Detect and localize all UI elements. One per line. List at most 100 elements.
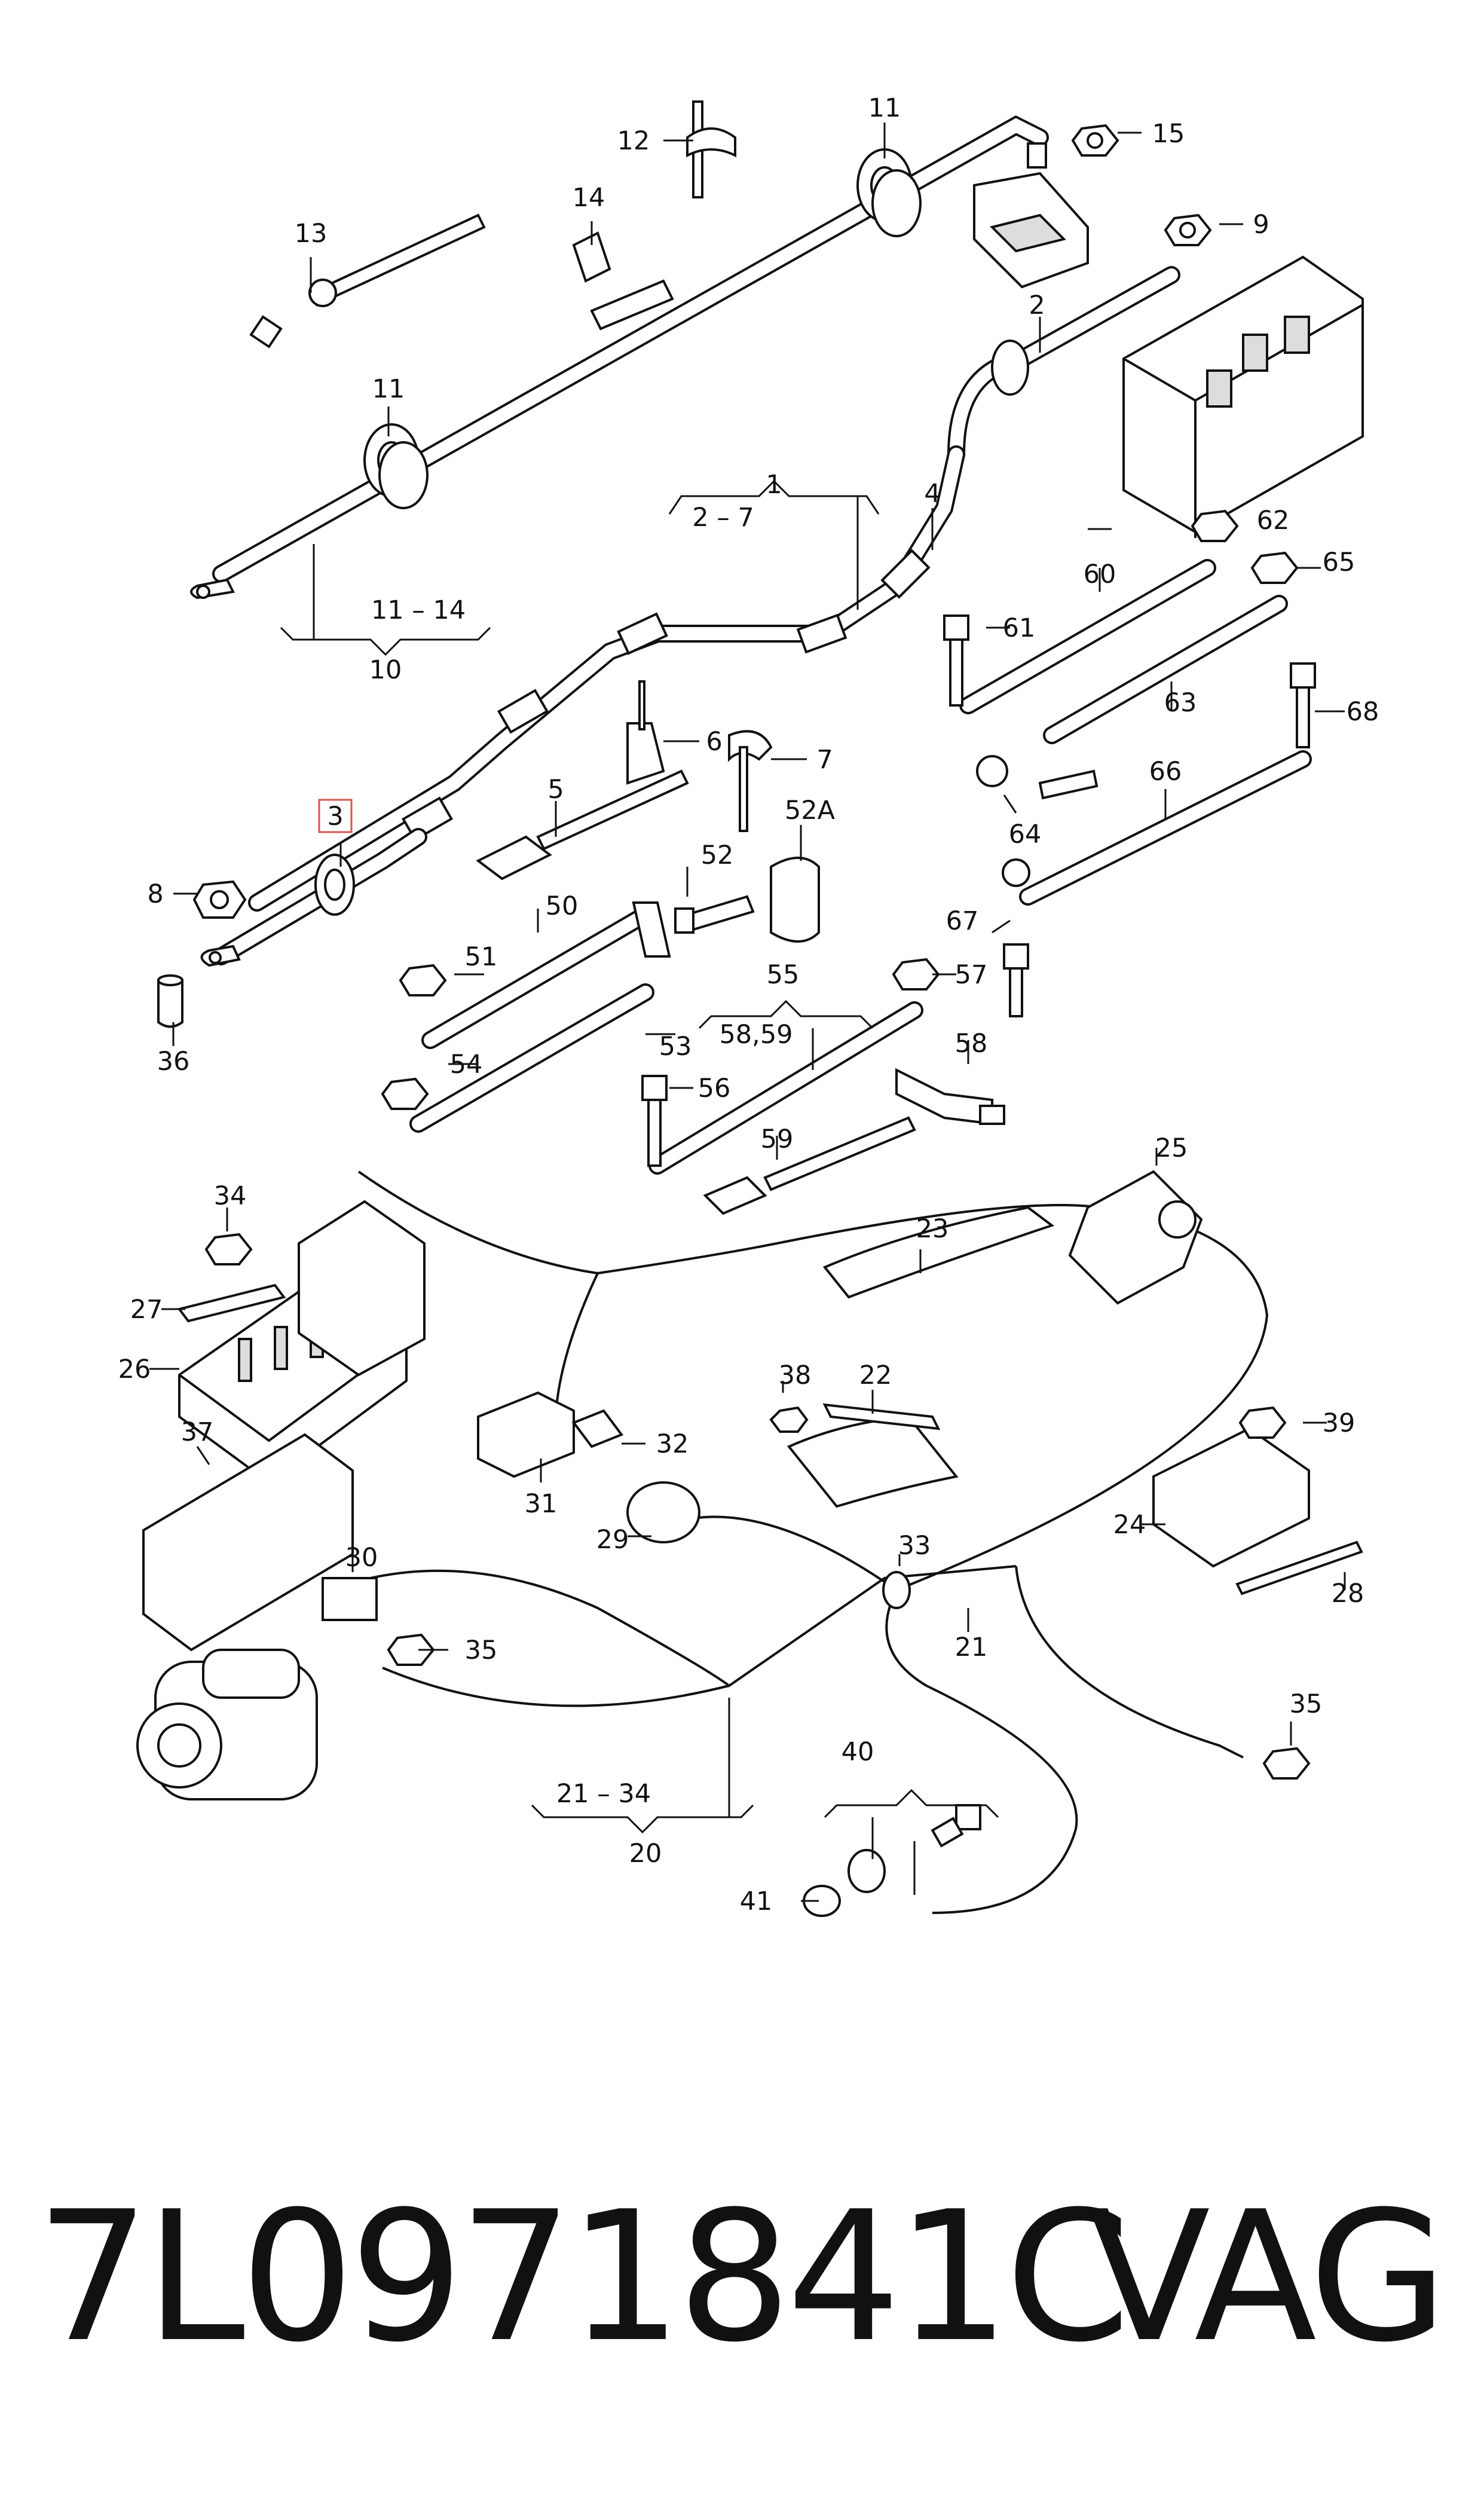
bolt-67 <box>1002 858 1030 1017</box>
nut-8 <box>192 880 247 919</box>
nut-57 <box>892 958 940 990</box>
part-number: 7L0971841C <box>36 2173 1131 2382</box>
holder-59 <box>703 1116 916 1215</box>
callout-11a: 11 <box>868 93 901 123</box>
callout-2-7: 2 – 7 <box>692 503 754 533</box>
callout-26: 26 <box>118 1355 151 1384</box>
brand-name: VAG <box>1088 2173 1448 2382</box>
cover-26 <box>298 1200 426 1377</box>
callout-62: 62 <box>1257 506 1290 536</box>
callout-3-highlight <box>318 799 353 833</box>
holder-32 <box>571 1409 624 1448</box>
nut-35-right <box>1262 1747 1311 1780</box>
callout-68: 68 <box>1347 697 1379 727</box>
callout-8: 8 <box>147 879 163 909</box>
callout-2: 2 <box>1029 291 1045 320</box>
callout-51: 51 <box>465 942 498 972</box>
starter-motor <box>136 1649 318 1800</box>
callout-21-34: 21 – 34 <box>556 1779 651 1809</box>
wiring-harness-1 <box>248 445 965 912</box>
callout-61: 61 <box>1003 613 1036 643</box>
callout-35a: 35 <box>465 1635 498 1665</box>
callout-1: 1 <box>766 470 782 500</box>
callout-55: 55 <box>767 960 800 990</box>
bolt-52 <box>674 895 755 934</box>
nut-34 <box>204 1233 253 1265</box>
callout-labels: 1 2 – 7 2 3 4 5 6 7 8 9 10 11 11 11 – 14… <box>118 93 1379 1916</box>
nut-62 <box>1191 509 1239 542</box>
callout-64: 64 <box>1009 820 1042 849</box>
callout-5: 5 <box>547 775 564 805</box>
holder-58 <box>895 1068 1005 1126</box>
callout-7: 7 <box>816 745 833 775</box>
callout-31: 31 <box>525 1489 558 1519</box>
cable-53 <box>409 983 654 1133</box>
callout-39: 39 <box>1323 1408 1356 1438</box>
callout-65: 65 <box>1323 548 1356 577</box>
callout-15: 15 <box>1152 119 1185 149</box>
grommet-upper <box>856 148 922 237</box>
callout-3: 3 <box>327 802 343 831</box>
fuse-box <box>1122 255 1364 538</box>
callout-32: 32 <box>656 1429 689 1459</box>
bolt-64 <box>976 755 1099 800</box>
cable-66 <box>1019 750 1312 906</box>
clip-12 <box>686 100 736 198</box>
callout-21: 21 <box>955 1633 988 1662</box>
callout-23: 23 <box>916 1214 949 1244</box>
callout-28: 28 <box>1332 1579 1364 1609</box>
nut-39 <box>1238 1406 1287 1439</box>
callout-9: 9 <box>1253 210 1269 240</box>
nut-65 <box>1250 551 1299 584</box>
bracket-22 <box>787 1403 959 1508</box>
cover-24 <box>1152 1427 1310 1568</box>
callout-25: 25 <box>1155 1133 1188 1163</box>
holder-5 <box>476 769 689 881</box>
callout-59: 59 <box>761 1124 794 1154</box>
callout-20: 20 <box>629 1839 662 1869</box>
cable-63 <box>1043 595 1288 744</box>
callout-63: 63 <box>1164 688 1197 718</box>
callout-11b: 11 <box>372 374 405 404</box>
connector-30 <box>322 1577 378 1621</box>
bolt-56 <box>641 1075 668 1167</box>
callout-52: 52 <box>701 840 734 870</box>
battery-cable-upper <box>190 115 1049 600</box>
holder-14 <box>572 231 674 331</box>
clip-7 <box>728 730 773 832</box>
cable-tie-13 <box>249 213 486 348</box>
callout-13: 13 <box>295 219 328 249</box>
cable-50 <box>421 901 671 1049</box>
grommet-33 <box>882 1571 911 1609</box>
callout-37: 37 <box>181 1417 214 1447</box>
busbar-27 <box>177 1283 286 1323</box>
nut-54 <box>381 1077 429 1110</box>
callout-34: 34 <box>214 1181 247 1211</box>
callout-6: 6 <box>706 727 722 757</box>
cable-tie-28 <box>1235 1540 1363 1595</box>
callout-29: 29 <box>596 1525 629 1555</box>
bracket-37 <box>142 1433 354 1652</box>
callout-33: 33 <box>898 1531 931 1561</box>
callout-leaders <box>149 123 1346 1902</box>
callout-27: 27 <box>130 1295 163 1325</box>
seal-52A <box>770 857 820 943</box>
callout-41: 41 <box>740 1887 773 1916</box>
nut-38 <box>769 1406 809 1433</box>
cap-36 <box>157 974 183 1028</box>
bolt-61 <box>943 615 969 707</box>
nut-15 <box>1071 124 1119 157</box>
callout-30: 30 <box>345 1543 378 1573</box>
callout-36: 36 <box>157 1047 190 1077</box>
callout-11-14: 11 – 14 <box>371 595 466 625</box>
callout-38: 38 <box>779 1361 812 1390</box>
callout-53: 53 <box>659 1032 692 1062</box>
nut-9 <box>1164 213 1212 246</box>
connector-31 <box>477 1391 575 1478</box>
callout-54: 54 <box>450 1050 483 1080</box>
callout-60: 60 <box>1084 560 1116 589</box>
grommet-40 <box>847 1849 886 1893</box>
callout-40: 40 <box>842 1737 874 1767</box>
callout-67: 67 <box>946 906 979 936</box>
